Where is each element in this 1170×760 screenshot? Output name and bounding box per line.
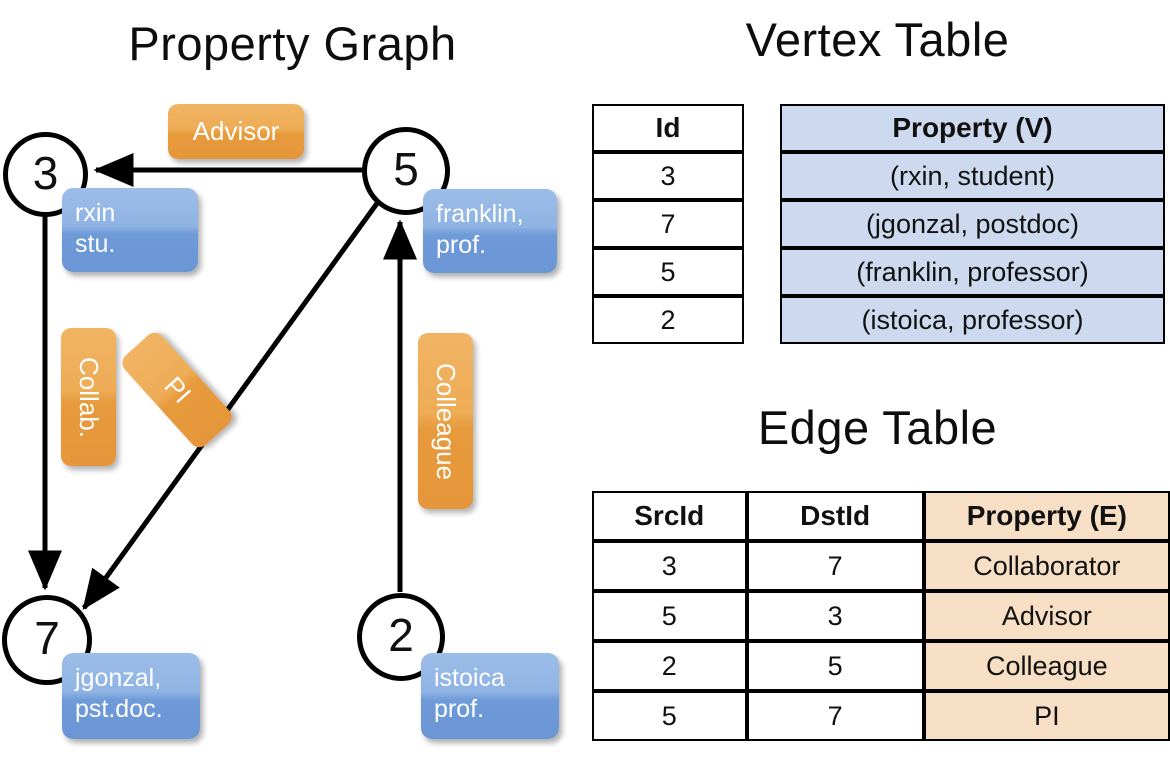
node-property-7-line1: jgonzal, (75, 664, 162, 692)
vertex-table-header-id: Id (592, 104, 744, 152)
vertex-table-id-column: Id 3 7 5 2 (592, 104, 744, 344)
edge-table-cell-src: 5 (592, 591, 747, 641)
graph-node-7-label: 7 (34, 612, 60, 664)
table-row: 5 7 PI (592, 691, 1170, 741)
edge-table-cell-src: 2 (592, 641, 747, 691)
node-property-box-2: istoica prof. (421, 653, 559, 739)
edge-label-advisor-text: Advisor (192, 116, 280, 146)
edge-table-cell-src: 3 (592, 541, 747, 591)
vertex-table-cell-id: 5 (592, 248, 744, 296)
edge-table-cell-dst: 7 (746, 541, 924, 591)
graph-node-5[interactable]: 5 (362, 127, 450, 215)
table-row: Property (V) (780, 104, 1165, 152)
table-row: (jgonzal, postdoc) (780, 200, 1165, 248)
edge-line-5-to-7 (81, 200, 381, 611)
node-property-5-line2: prof. (436, 230, 487, 259)
vertex-table-header-property: Property (V) (780, 104, 1165, 152)
table-row: (franklin, professor) (780, 248, 1165, 296)
page-title-edge-table: Edge Table (757, 401, 998, 454)
vertex-table-cell-property: (rxin, student) (780, 152, 1165, 200)
edge-table-cell-property: Collaborator (923, 541, 1170, 591)
page-title-property-graph: Property Graph (128, 17, 457, 70)
edge-table-cell-src: 5 (592, 691, 747, 741)
table-row: 5 (592, 248, 744, 296)
node-property-3-line2: stu. (75, 229, 116, 258)
edge-label-collab: Collab. (61, 328, 116, 466)
table-row: (istoica, professor) (780, 296, 1165, 344)
table-row: 2 (592, 296, 744, 344)
graph-node-2-label: 2 (388, 609, 414, 661)
edge-table-header-dstid: DstId (746, 491, 924, 541)
edge-label-advisor: Advisor (168, 104, 304, 159)
node-property-box-3: rxin stu. (62, 188, 198, 272)
page-title-vertex-table: Vertex Table (745, 13, 1010, 66)
graph-node-2[interactable]: 2 (357, 593, 445, 681)
edge-table-cell-dst: 7 (746, 691, 924, 741)
table-row: 5 3 Advisor (592, 591, 1170, 641)
edge-table-cell-property: Colleague (923, 641, 1170, 691)
vertex-table-cell-property: (franklin, professor) (780, 248, 1165, 296)
edge-table-cell-property: PI (923, 691, 1170, 741)
edge-label-colleague: Colleague (418, 333, 473, 509)
table-row: (rxin, student) (780, 152, 1165, 200)
property-graph-diagram: 3 rxin stu. 5 franklin, prof. 7 jgonzal,… (2, 104, 559, 739)
edge-table-header-property: Property (E) (923, 491, 1170, 541)
table-row: Id (592, 104, 744, 152)
edge-table-cell-property: Advisor (923, 591, 1170, 641)
node-property-5-line1: franklin, (436, 200, 524, 228)
vertex-table-cell-id: 3 (592, 152, 744, 200)
node-property-2-line1: istoica (434, 664, 505, 692)
edge-table: SrcId DstId Property (E) 3 7 Collaborato… (592, 491, 1170, 741)
node-property-box-5: franklin, prof. (423, 189, 557, 273)
node-property-7-line2: pst.doc. (75, 694, 163, 723)
table-row: SrcId DstId Property (E) (592, 491, 1170, 541)
vertex-table-property-column: Property (V) (rxin, student) (jgonzal, p… (780, 104, 1165, 344)
table-row: 3 7 Collaborator (592, 541, 1170, 591)
graph-node-5-label: 5 (393, 143, 419, 195)
vertex-table-cell-property: (istoica, professor) (780, 296, 1165, 344)
edge-label-pi-text: PI (157, 370, 197, 409)
table-row: 3 (592, 152, 744, 200)
graph-edge-lines (28, 153, 417, 611)
node-property-3-line1: rxin (75, 199, 116, 227)
table-row: 7 (592, 200, 744, 248)
table-row: 2 5 Colleague (592, 641, 1170, 691)
graph-node-3-label: 3 (32, 146, 59, 199)
vertex-table-cell-id: 7 (592, 200, 744, 248)
edge-table-cell-dst: 3 (746, 591, 924, 641)
node-property-box-7: jgonzal, pst.doc. (62, 653, 200, 739)
edge-label-collab-text: Collab. (74, 356, 104, 438)
edge-label-colleague-text: Colleague (431, 362, 461, 480)
edge-table-cell-dst: 5 (746, 641, 924, 691)
node-property-2-line2: prof. (434, 694, 485, 723)
edge-table-header-srcid: SrcId (592, 491, 747, 541)
vertex-table-cell-id: 2 (592, 296, 744, 344)
vertex-table-cell-property: (jgonzal, postdoc) (780, 200, 1165, 248)
